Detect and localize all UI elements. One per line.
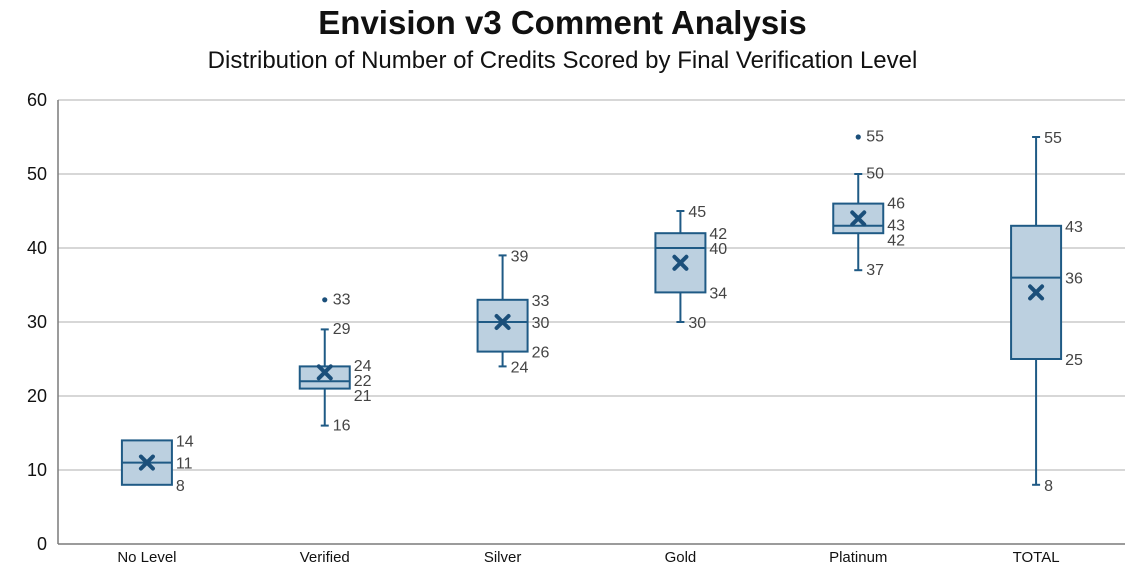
value-label-q1: 34 xyxy=(709,285,727,302)
value-label-outlier: 55 xyxy=(866,129,884,146)
value-label-q3: 43 xyxy=(1065,219,1083,236)
mean-marker xyxy=(672,254,689,271)
chart-title: Envision v3 Comment Analysis xyxy=(318,4,807,41)
x-tick-label: No Level xyxy=(117,549,176,566)
value-label-q3: 24 xyxy=(354,358,372,375)
x-tick-label: TOTAL xyxy=(1013,549,1060,566)
mean-marker xyxy=(316,364,333,381)
x-tick-label: Platinum xyxy=(829,549,887,566)
x-tick-label: Silver xyxy=(484,549,522,566)
x-tick-label: Verified xyxy=(300,549,350,566)
value-label-median: 30 xyxy=(532,315,550,332)
value-label-q1: 25 xyxy=(1065,352,1083,369)
value-label-q3: 42 xyxy=(709,226,727,243)
mean-marker-stroke xyxy=(1028,284,1045,301)
box-iqr xyxy=(476,298,529,353)
mean-marker-stroke xyxy=(850,210,867,227)
value-label-max: 55 xyxy=(1044,130,1062,147)
chart-subtitle: Distribution of Number of Credits Scored… xyxy=(207,47,918,74)
value-label-q3: 33 xyxy=(532,293,550,310)
y-tick-label: 40 xyxy=(27,238,47,258)
mean-marker-stroke xyxy=(672,254,689,271)
value-label-min: 24 xyxy=(511,360,529,377)
y-tick-label: 20 xyxy=(27,386,47,406)
value-label-max: 45 xyxy=(688,204,706,221)
outlier-point xyxy=(321,296,329,304)
value-label-median: 40 xyxy=(709,241,727,258)
value-label-median: 22 xyxy=(354,373,372,390)
value-label-max: 29 xyxy=(333,321,351,338)
value-label-q3: 46 xyxy=(887,195,905,212)
value-label-max: 14 xyxy=(176,433,194,450)
y-tick-label: 10 xyxy=(27,460,47,480)
value-label-q1: 21 xyxy=(354,388,372,405)
mean-marker xyxy=(138,454,155,471)
value-label-min: 30 xyxy=(688,315,706,332)
outlier-point xyxy=(854,133,862,141)
value-label-min: 8 xyxy=(1044,478,1053,495)
y-tick-label: 0 xyxy=(37,534,47,554)
value-label-max: 50 xyxy=(866,166,884,183)
value-label-median: 11 xyxy=(176,456,193,473)
mean-marker xyxy=(1028,284,1045,301)
mean-marker-stroke xyxy=(138,454,155,471)
y-tick-label: 50 xyxy=(27,164,47,184)
value-label-median: 43 xyxy=(887,218,905,235)
value-label-q1: 26 xyxy=(532,345,550,362)
value-label-max: 39 xyxy=(511,248,529,265)
value-label-min: 8 xyxy=(176,478,185,495)
x-tick-label: Gold xyxy=(665,549,697,566)
value-label-min: 16 xyxy=(333,417,351,434)
value-label-q1: 42 xyxy=(887,233,905,250)
mean-marker-stroke xyxy=(316,364,333,381)
y-tick-label: 60 xyxy=(27,90,47,110)
mean-marker xyxy=(850,210,867,227)
mean-marker xyxy=(494,314,511,330)
y-tick-label: 30 xyxy=(27,312,47,332)
mean-marker-stroke xyxy=(494,314,511,330)
value-label-outlier: 33 xyxy=(333,291,351,308)
value-label-median: 36 xyxy=(1065,271,1083,288)
value-label-min: 37 xyxy=(866,262,884,279)
box-iqr xyxy=(298,365,351,390)
